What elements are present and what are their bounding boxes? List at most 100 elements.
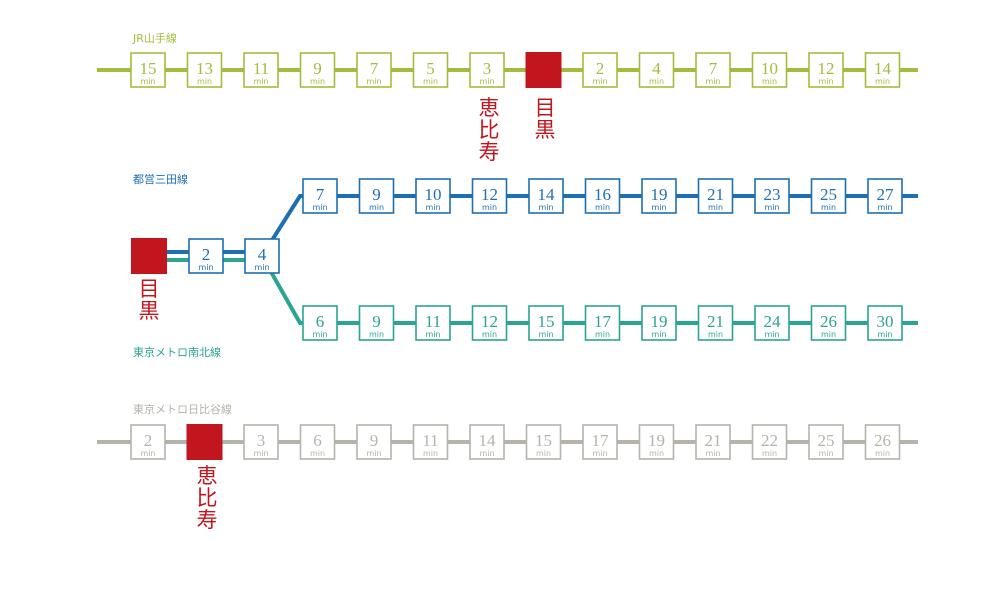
yamanote-stop-5-unit: min — [423, 77, 438, 86]
mita-stop-10-box — [867, 178, 903, 214]
mita-stop-10-unit: min — [877, 203, 892, 212]
namboku-stop-8-box — [754, 305, 790, 341]
namboku-stop-10-value: 30 — [877, 312, 894, 331]
shared-stop-0-unit: min — [198, 263, 213, 272]
yamanote-stop-12-unit: min — [818, 77, 833, 86]
mita-stop-10-value: 27 — [877, 185, 895, 204]
yamanote-stop-8-value: 2 — [596, 59, 605, 78]
hibiya-stop-2-value: 3 — [257, 431, 266, 450]
namboku-stop-1-box — [358, 305, 395, 341]
station-marker-ebisu-hibiya — [186, 424, 223, 460]
yamanote-stop-10-value: 7 — [709, 59, 718, 78]
hibiya-stop-4-unit: min — [366, 449, 381, 458]
namboku-stop-5-box — [584, 305, 621, 341]
mita-stop-0-unit: min — [312, 203, 327, 212]
mita-stop-7-unit: min — [708, 203, 723, 212]
yamanote-stop-12-box — [808, 52, 844, 88]
mita-stop-5-unit: min — [595, 203, 610, 212]
yamanote-stop-3-unit: min — [310, 77, 325, 86]
mita-stop-9-value: 25 — [820, 185, 837, 204]
hibiya-stop-0-unit: min — [140, 449, 155, 458]
yamanote-stop-4-unit: min — [366, 77, 381, 86]
hibiya-stop-8-unit: min — [592, 449, 607, 458]
namboku-stop-5-unit: min — [595, 330, 610, 339]
yamanote-stop-2-unit: min — [253, 77, 268, 86]
shared-stop-1-value: 4 — [258, 245, 267, 264]
namboku-stop-1-unit: min — [369, 330, 384, 339]
hibiya-stop-5-value: 11 — [422, 431, 438, 450]
hibiya-stop-2-box — [243, 424, 279, 460]
mita-stop-2-box — [415, 178, 451, 214]
yamanote-stop-13-value: 14 — [874, 59, 892, 78]
hibiya-stop-12-unit: min — [818, 449, 833, 458]
yamanote-stop-10-box — [695, 52, 731, 88]
namboku-line-label: 東京メトロ南北線 — [133, 346, 221, 359]
yamanote-stop-1-value: 13 — [196, 59, 213, 78]
hibiya-stop-5-unit: min — [423, 449, 438, 458]
mita-stop-6-box — [641, 178, 677, 214]
namboku-stop-6-value: 19 — [651, 312, 668, 331]
hibiya-stop-13-unit: min — [875, 449, 890, 458]
yamanote-stop-5-box — [412, 52, 449, 88]
namboku-stop-3-box — [471, 305, 508, 341]
yamanote-stop-3-value: 9 — [313, 59, 322, 78]
hibiya-stop-7-box — [525, 424, 562, 460]
namboku-stop-8-unit: min — [764, 330, 779, 339]
mita-stop-7-value: 21 — [707, 185, 724, 204]
yamanote-stop-5-value: 5 — [426, 59, 435, 78]
mita-line-label: 都営三田線 — [133, 173, 188, 186]
mita-stop-8-box — [754, 178, 790, 214]
mita-stop-3-unit: min — [482, 203, 497, 212]
yamanote-stop-2-box — [243, 52, 279, 88]
yamanote-stop-9-box — [638, 52, 675, 88]
mita-stop-4-box — [528, 178, 564, 214]
hibiya-stop-3-box — [299, 424, 336, 460]
namboku-stop-9-unit: min — [821, 330, 836, 339]
mita-stop-5-value: 16 — [594, 185, 611, 204]
mita-stop-1-box — [358, 178, 395, 214]
station-name-ebisu-hibiya: 恵比寿 — [196, 464, 218, 532]
yamanote-stop-4-box — [356, 52, 392, 88]
hibiya-stop-11-value: 22 — [761, 431, 778, 450]
mita-stop-9-unit: min — [821, 203, 836, 212]
namboku-stop-6-unit: min — [651, 330, 666, 339]
namboku-stop-7-value: 21 — [707, 312, 724, 331]
yamanote-stop-10-unit: min — [705, 77, 720, 86]
station-name-meguro-yamanote: 目黒 — [534, 96, 556, 142]
yamanote-stop-4-value: 7 — [370, 59, 379, 78]
yamanote-stop-13-unit: min — [875, 77, 890, 86]
mita-stop-7-box — [697, 178, 734, 214]
yamanote-stop-13-box — [864, 52, 901, 88]
station-marker-meguro-yamanote — [525, 52, 562, 88]
hibiya-stop-0-value: 2 — [144, 431, 153, 450]
hibiya-stop-9-value: 19 — [648, 431, 665, 450]
hibiya-line-label: 東京メトロ日比谷線 — [133, 403, 232, 416]
yamanote-stop-0-unit: min — [140, 77, 155, 86]
namboku-stop-1-value: 9 — [372, 312, 381, 331]
hibiya-stop-7-value: 15 — [535, 431, 552, 450]
mita-stop-8-unit: min — [764, 203, 779, 212]
hibiya-stop-10-unit: min — [705, 449, 720, 458]
mita-stop-4-unit: min — [538, 203, 553, 212]
namboku-stop-0-unit: min — [312, 330, 327, 339]
hibiya-stop-9-box — [638, 424, 675, 460]
yamanote-stop-1-unit: min — [197, 77, 212, 86]
yamanote-stop-3-box — [299, 52, 336, 88]
yamanote-stop-12-value: 12 — [818, 59, 835, 78]
shared-stop-0-value: 2 — [202, 245, 211, 264]
mita-stop-6-unit: min — [651, 203, 666, 212]
namboku-stop-3-unit: min — [482, 330, 497, 339]
namboku-stop-10-unit: min — [877, 330, 892, 339]
namboku-stop-0-value: 6 — [316, 312, 325, 331]
hibiya-stop-8-value: 17 — [592, 431, 610, 450]
mita-stop-0-box — [302, 178, 338, 214]
mita-stop-4-value: 14 — [538, 185, 556, 204]
hibiya-stop-3-value: 6 — [313, 431, 322, 450]
namboku-stop-4-box — [528, 305, 564, 341]
yamanote-stop-0-box — [130, 52, 166, 88]
hibiya-stop-0-box — [130, 424, 166, 460]
namboku-stop-0-box — [302, 305, 338, 341]
hibiya-stop-13-value: 26 — [874, 431, 891, 450]
namboku-stop-7-unit: min — [708, 330, 723, 339]
